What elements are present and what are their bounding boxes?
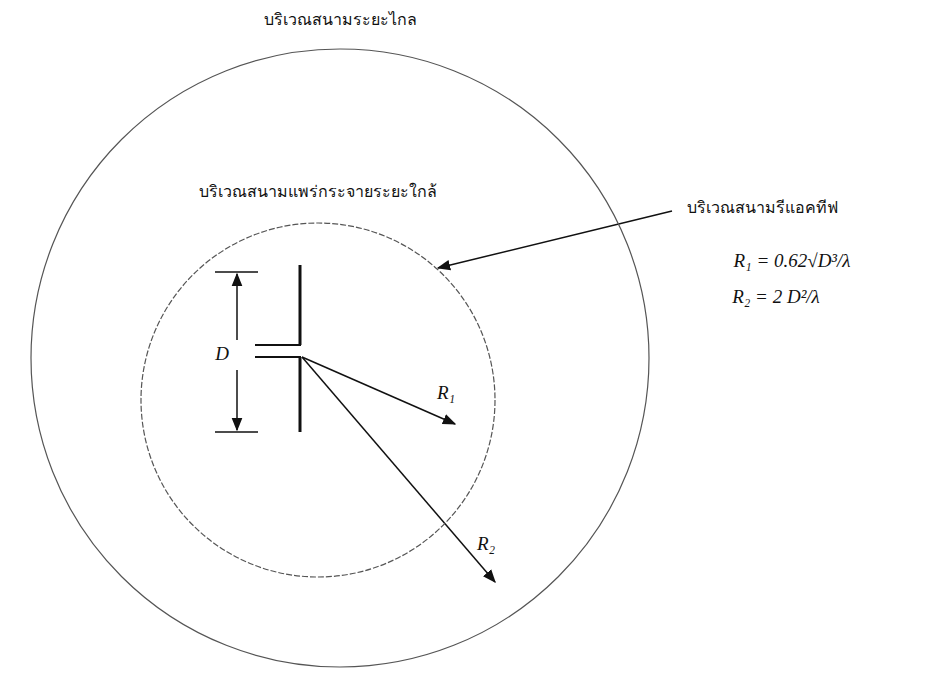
r1-arrow	[302, 357, 455, 424]
radius-label: R₂	[475, 533, 497, 556]
region-heading: บริเวณสนามระยะไกล	[264, 10, 417, 29]
r2-arrow	[302, 357, 495, 582]
leader-arrow	[438, 211, 672, 268]
dipole-antenna	[299, 265, 302, 432]
field-region: บริเวณสนามระยะไกลบริเวณสนามแพร่กระจายระย…	[30, 48, 650, 668]
region-circle	[30, 48, 650, 668]
feed-line	[255, 345, 301, 357]
formula: R₂ = 2 D²/λ	[732, 286, 820, 309]
radius-label: R₁	[435, 382, 457, 405]
formula: R₁ = 0.62√D³/λ	[733, 250, 850, 273]
dimension-label: D	[213, 343, 231, 366]
region-label: บริเวณสนามรีแอคทีฟ	[687, 198, 838, 217]
region-heading: บริเวณสนามแพร่กระจายระยะใกล้	[199, 182, 437, 201]
